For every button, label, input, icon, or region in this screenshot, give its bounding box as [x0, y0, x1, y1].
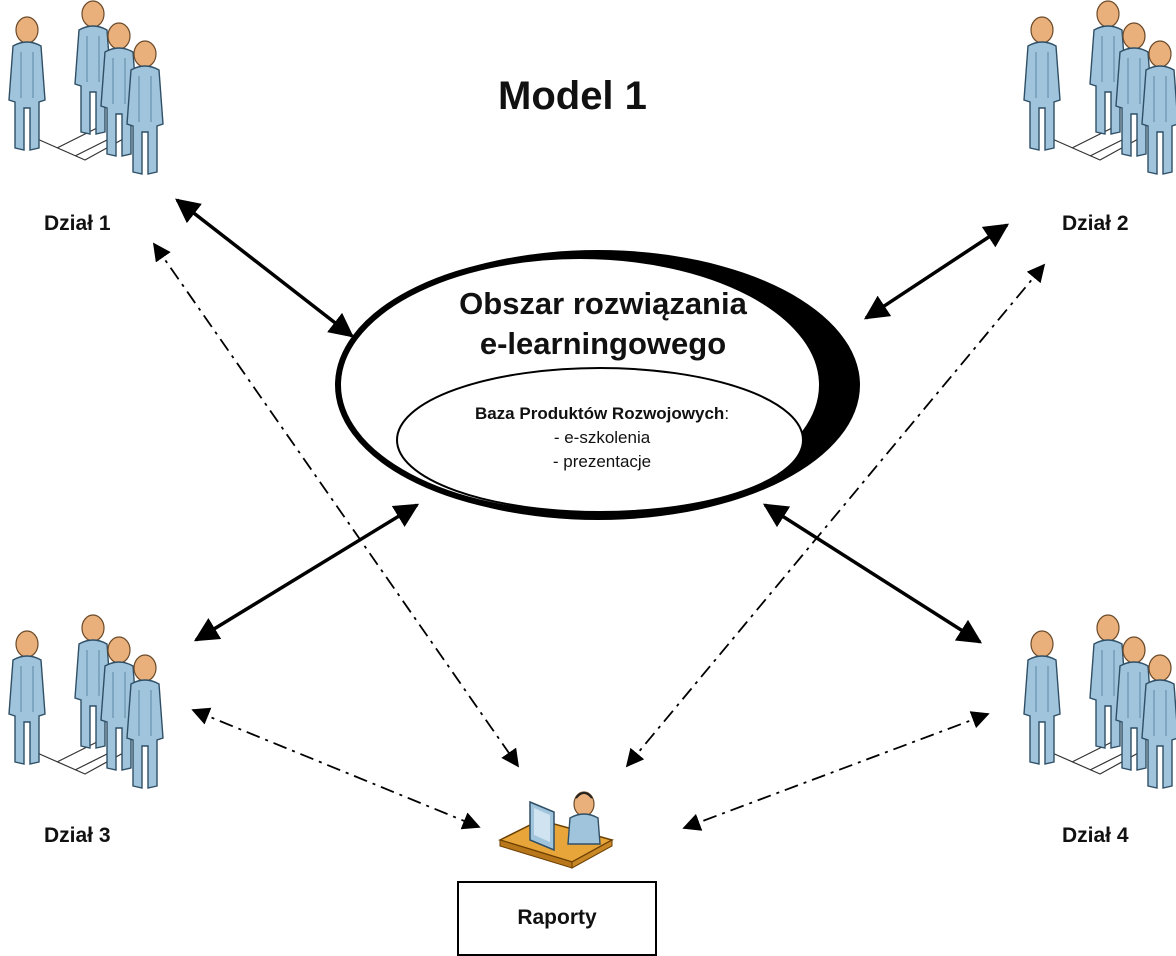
elearning-area-title: Obszar rozwiązania e-learningowego [366, 284, 840, 364]
department-3-label: Dział 3 [44, 824, 111, 847]
page-title: Model 1 [498, 74, 647, 118]
department-4-people-icon [1024, 615, 1176, 788]
dashed-dept1-reports [152, 242, 520, 768]
database-title: Baza Produktów Rozwojowych: [474, 404, 730, 423]
database-title-text: Baza Produktów Rozwojowych [474, 404, 725, 423]
department-2-people-icon [1024, 1, 1176, 174]
database-item-e-learning: - e-szkolenia [553, 428, 651, 447]
dashed-arrows [152, 242, 1046, 831]
arrow-dept4-area [762, 503, 983, 644]
dashed-dept4-reports [682, 711, 990, 831]
reports-label: Raporty [517, 906, 597, 929]
department-1-label: Dział 1 [44, 212, 111, 235]
elearning-area-title-line2: e-learningowego [479, 326, 727, 361]
reports-box [457, 881, 657, 956]
arrow-dept3-area [193, 503, 420, 642]
database-block: Baza Produktów Rozwojowych: - e-szkoleni… [400, 402, 804, 474]
database-item-presentations: - prezentacje [552, 452, 652, 471]
department-2-label: Dział 2 [1062, 212, 1129, 235]
elearning-area-title-line1: Obszar rozwiązania [459, 286, 747, 321]
department-1-people-icon [9, 1, 163, 174]
arrow-dept2-area [863, 223, 1010, 320]
dashed-dept2-reports [625, 263, 1046, 768]
dashed-dept3-reports [191, 707, 481, 830]
operator-at-computer-icon [497, 791, 614, 869]
department-3-people-icon [9, 615, 163, 788]
arrow-dept1-area [175, 198, 354, 338]
department-4-label: Dział 4 [1062, 824, 1129, 847]
